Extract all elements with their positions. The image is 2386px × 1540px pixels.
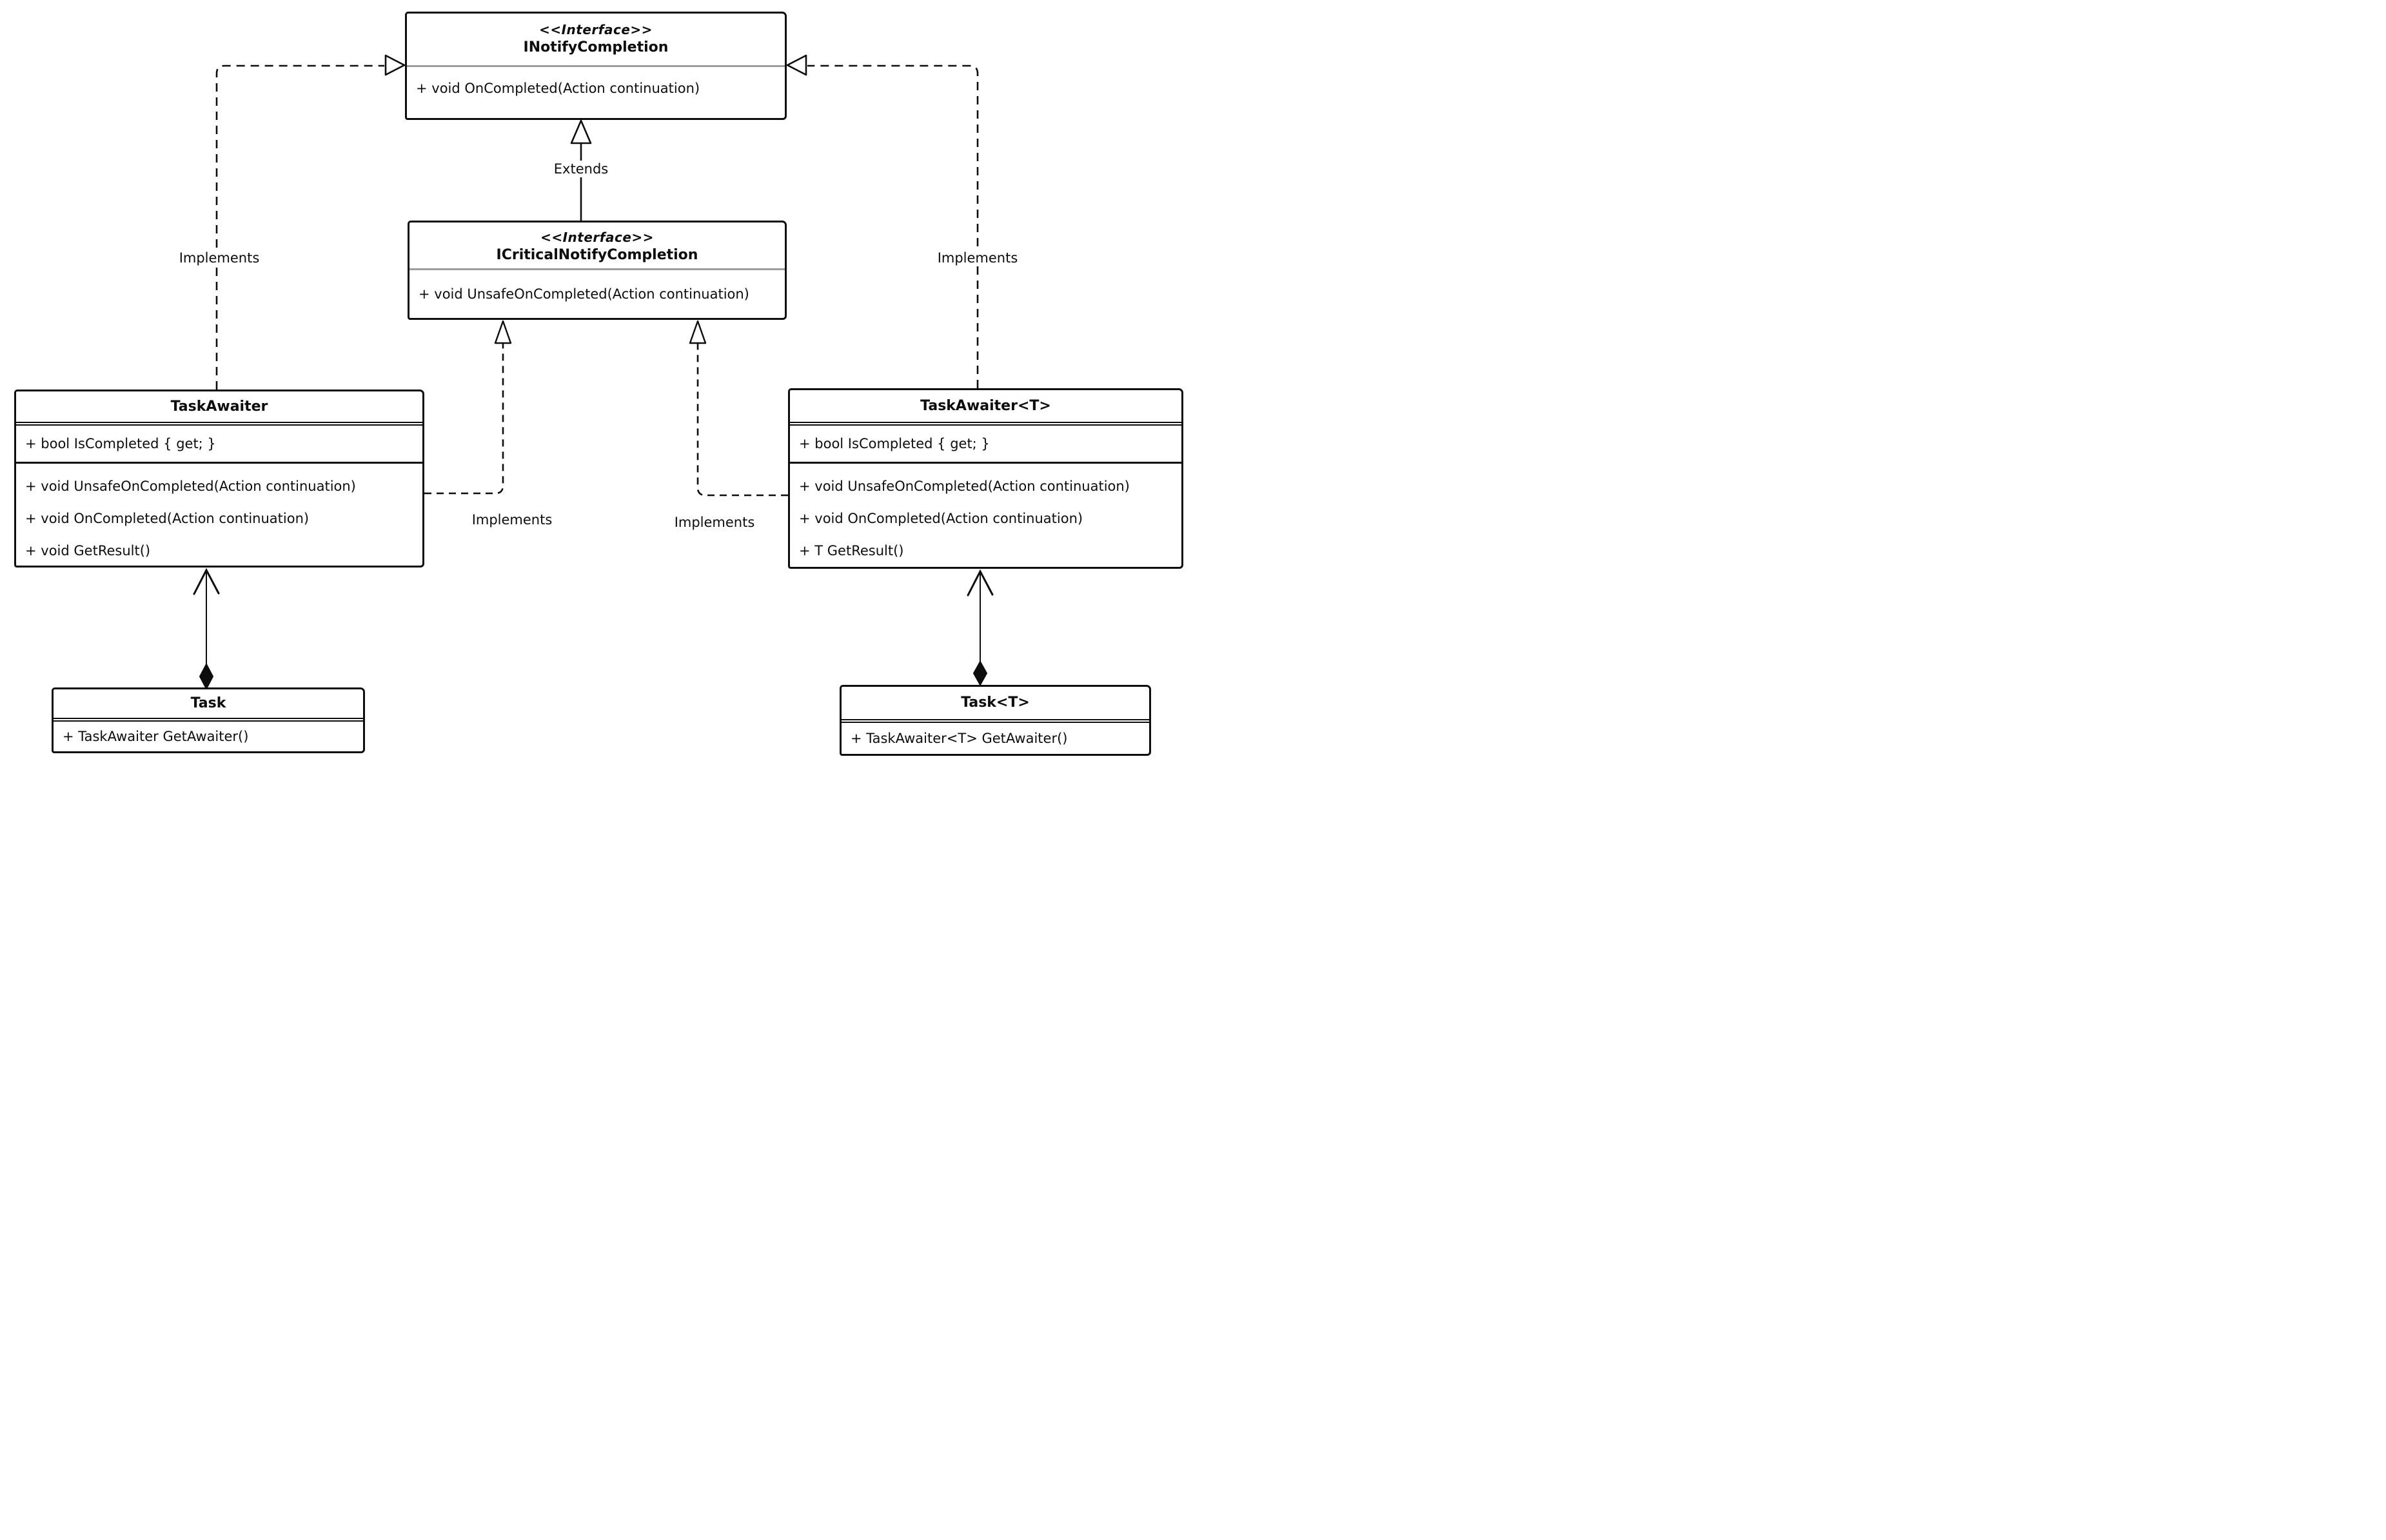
methods-section: + TaskAwaiter<T> GetAwaiter() — [842, 723, 1149, 754]
implements-label-right: Implements — [932, 250, 1023, 266]
class-box-task-t: Task<T> + TaskAwaiter<T> GetAwaiter() — [840, 685, 1151, 756]
implements-connector-taskawaiter-inotify — [215, 54, 406, 390]
extends-label: Extends — [549, 161, 613, 177]
implements-connector-taskawaitert-inotify — [786, 54, 979, 388]
method-row: + TaskAwaiter GetAwaiter() — [63, 729, 249, 744]
method-row: + TaskAwaiter<T> GetAwaiter() — [851, 731, 1068, 746]
class-box-taskawaiter: TaskAwaiter + bool IsCompleted { get; } … — [14, 390, 424, 568]
attribute-row: + bool IsCompleted { get; } — [799, 436, 990, 451]
uml-class-diagram: <<Interface>> INotifyCompletion + void O… — [0, 0, 1193, 770]
implements-label-mid-left: Implements — [467, 511, 557, 528]
open-arrowhead-icon — [193, 568, 220, 595]
class-name: ICriticalNotifyCompletion — [496, 246, 698, 263]
implements-connector-taskawaitert-icritical — [689, 320, 788, 497]
class-title-section: TaskAwaiter — [16, 391, 422, 422]
connectors-layer — [193, 54, 994, 691]
method-row: + void UnsafeOnCompleted(Action continua… — [799, 479, 1130, 494]
class-title-section: Task<T> — [842, 687, 1149, 719]
section-separator — [409, 268, 785, 270]
section-separator — [407, 65, 785, 67]
class-box-task: Task + TaskAwaiter GetAwaiter() — [52, 687, 365, 753]
method-row: + void OnCompleted(Action continuation) — [416, 81, 700, 96]
class-title-section: <<Interface>> ICriticalNotifyCompletion — [409, 222, 785, 268]
stereotype-label: <<Interface>> — [539, 22, 653, 37]
attribute-row: + bool IsCompleted { get; } — [25, 436, 216, 451]
class-box-taskawaiter-t: TaskAwaiter<T> + bool IsCompleted { get;… — [788, 388, 1183, 569]
class-name: INotifyCompletion — [523, 39, 669, 55]
section-separator — [54, 718, 363, 722]
implements-connector-taskawaiter-icritical — [424, 320, 512, 495]
composition-connector-task-taskawaiter — [193, 568, 220, 691]
methods-section: + void UnsafeOnCompleted(Action continua… — [790, 464, 1181, 567]
method-row: + void UnsafeOnCompleted(Action continua… — [419, 286, 749, 302]
method-row: + void OnCompleted(Action continuation) — [25, 511, 310, 526]
section-separator — [790, 422, 1181, 426]
class-title-section: <<Interface>> INotifyCompletion — [407, 14, 785, 65]
class-title-section: Task — [54, 689, 363, 718]
realization-triangle-icon — [384, 54, 406, 76]
method-row: + void OnCompleted(Action continuation) — [799, 511, 1083, 526]
section-separator — [16, 462, 422, 464]
methods-section: + void OnCompleted(Action continuation) — [407, 67, 785, 118]
realization-triangle-icon — [689, 320, 707, 344]
class-name: TaskAwaiter<T> — [920, 397, 1051, 414]
section-separator — [842, 719, 1149, 723]
methods-section: + TaskAwaiter GetAwaiter() — [54, 722, 363, 751]
realization-triangle-icon — [494, 320, 512, 344]
method-row: + void UnsafeOnCompleted(Action continua… — [25, 479, 356, 494]
method-row: + T GetResult() — [799, 543, 904, 558]
class-box-inotifycompletion: <<Interface>> INotifyCompletion + void O… — [405, 12, 787, 120]
methods-section: + void UnsafeOnCompleted(Action continua… — [16, 464, 422, 567]
section-separator — [16, 422, 422, 426]
open-arrowhead-icon — [967, 569, 994, 597]
realization-triangle-icon — [786, 54, 807, 76]
composition-diamond-icon — [972, 660, 988, 687]
composition-connector-taskt-taskawaitert — [967, 569, 994, 687]
stereotype-label: <<Interface>> — [540, 229, 654, 245]
extends-connector — [570, 119, 592, 221]
methods-section: + void UnsafeOnCompleted(Action continua… — [409, 270, 785, 318]
section-separator — [790, 462, 1181, 464]
composition-diamond-icon — [199, 662, 214, 691]
inheritance-triangle-icon — [570, 119, 592, 144]
class-title-section: TaskAwaiter<T> — [790, 390, 1181, 422]
class-name: TaskAwaiter — [170, 398, 268, 415]
implements-label-left: Implements — [174, 250, 264, 266]
implements-label-mid-right: Implements — [669, 514, 760, 531]
class-name: Task<T> — [961, 695, 1030, 711]
class-box-icriticalnotifycompletion: <<Interface>> ICriticalNotifyCompletion … — [408, 221, 787, 320]
class-name: Task — [190, 695, 226, 711]
method-row: + void GetResult() — [25, 543, 151, 558]
